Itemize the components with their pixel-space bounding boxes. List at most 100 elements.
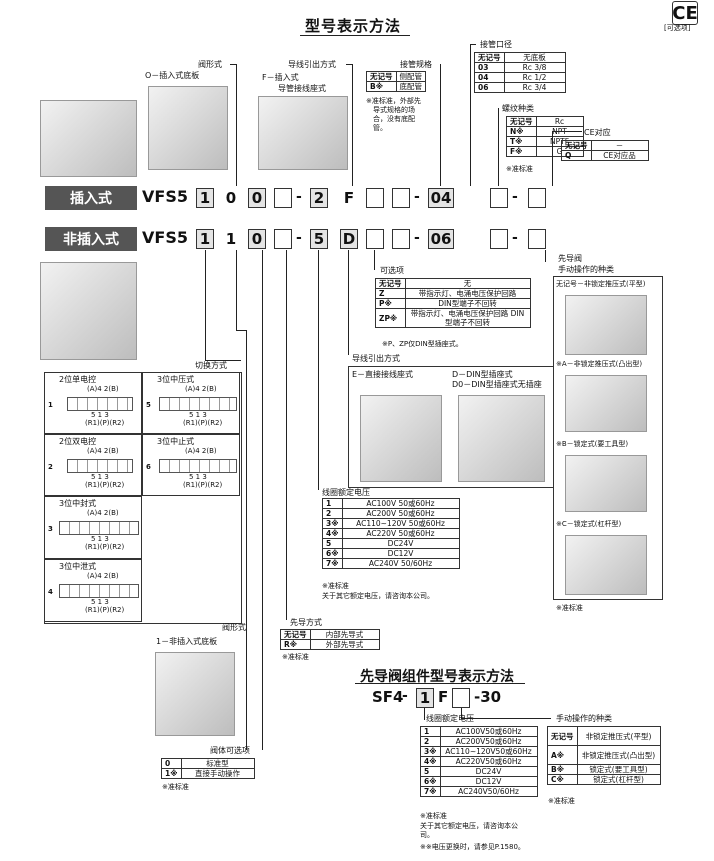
row1-box-pilot bbox=[274, 188, 292, 208]
sub-manual-label: 手动操作的种类 bbox=[556, 714, 612, 723]
sub-voltage-note-2: 关于其它额定电压，请咨询本公 bbox=[420, 822, 518, 830]
row1-dash-1: - bbox=[296, 189, 302, 205]
option-label: 可选项 bbox=[380, 266, 404, 275]
manual-tool-photo bbox=[565, 455, 647, 512]
title-underline bbox=[300, 35, 410, 36]
pilot-note: ※准标准 bbox=[282, 653, 309, 661]
valve-symbol-icon bbox=[59, 521, 139, 535]
sub-prefix: SF4 bbox=[372, 688, 404, 706]
direct-terminal-photo bbox=[360, 395, 442, 482]
valve-symbol-icon bbox=[67, 397, 133, 411]
valve-type2-label: 阀形式 bbox=[222, 623, 246, 632]
row1-dash-2: - bbox=[414, 189, 420, 205]
piping-spec-label: 接管规格 bbox=[400, 60, 432, 69]
row1-box-port: 04 bbox=[428, 188, 454, 208]
manual-item-b: ※B－锁定式(要工具型) bbox=[556, 440, 629, 448]
row-label-plugin: 插入式 bbox=[45, 186, 137, 210]
row2-box-voltage: 5 bbox=[310, 229, 328, 249]
voltage-note-2: 关于其它额定电压，请咨询本公司。 bbox=[322, 592, 434, 600]
manual-lever-photo bbox=[565, 535, 647, 595]
row1-box-voltage: 2 bbox=[310, 188, 328, 208]
valve-type-o: O－插入式底板 bbox=[145, 71, 200, 80]
valve-symbol-icon bbox=[59, 584, 139, 598]
sub-mid: F bbox=[438, 688, 449, 706]
sub-voltage-note-4: ※※电压更换时，请参见P.1580。 bbox=[420, 843, 525, 851]
switch-item-3: 3 3位中封式 (A)4 2(B) 5 1 3 (R1)(P)(R2) bbox=[44, 496, 142, 559]
piping-note-2: 导式规格的场 bbox=[373, 106, 415, 114]
thread-label: 螺纹种类 bbox=[502, 104, 534, 113]
lead2-label: 导线引出方式 bbox=[352, 354, 400, 363]
lead2-d-1: D－DIN型插座式 bbox=[452, 370, 513, 379]
sub-voltage-note-3: 司。 bbox=[420, 831, 434, 839]
sub-manual-note: ※准标准 bbox=[548, 797, 575, 805]
row2-box-switch: 1 bbox=[196, 229, 214, 249]
piping-spec-table: 无记号侧配管 B※底配管 bbox=[366, 71, 426, 92]
sub-suffix: -30 bbox=[474, 688, 502, 706]
row1-box-type: 0 bbox=[222, 188, 240, 208]
sub-manual-table: 无记号非锁定推压式(平型) A※非锁定推压式(凸出型) B※锁定式(要工具型) … bbox=[547, 726, 661, 785]
row2-box-option bbox=[366, 229, 384, 249]
sub-title: 先导阀组件型号表示方法 bbox=[360, 669, 514, 685]
body-option-label: 阀体可选项 bbox=[210, 746, 250, 755]
row1-box-ce bbox=[528, 188, 546, 208]
row1-box-thread bbox=[490, 188, 508, 208]
piping-note-1: ※准标准，外部先 bbox=[366, 97, 421, 105]
manual-item-a: ※A－非锁定推压式(凸出型) bbox=[556, 360, 643, 368]
ce-mark-icon: CE bbox=[672, 1, 698, 25]
ce-note: [可选项] bbox=[664, 24, 691, 32]
conduit-terminal-photo bbox=[258, 96, 348, 170]
manual-item-0: 无记号－非锁定推压式(平型) bbox=[556, 280, 646, 288]
voltage-label: 线圈额定电压 bbox=[322, 488, 370, 497]
sub-voltage-label: 线圈额定电压 bbox=[426, 714, 474, 723]
switch-item-6: 6 3位中止式 (A)4 2(B) 5 1 3 (R1)(P)(R2) bbox=[142, 434, 240, 496]
pilot-table: 无记号内部先导式 R※外部先导式 bbox=[280, 629, 380, 650]
row2-box-piping bbox=[392, 229, 410, 249]
nonplugin-valve-photo bbox=[40, 262, 137, 360]
sub-dash: - bbox=[402, 688, 408, 704]
thread-note: ※准标准 bbox=[506, 165, 533, 173]
ce-option-label: CE对应 bbox=[584, 128, 611, 137]
row2-dash-3: - bbox=[512, 230, 518, 246]
plugin-valve-photo bbox=[40, 100, 137, 177]
row1-box-piping bbox=[392, 188, 410, 208]
row1-box-option bbox=[366, 188, 384, 208]
row-label-nonplugin: 非插入式 bbox=[45, 227, 137, 251]
valve-symbol-icon bbox=[67, 459, 133, 473]
manual-item-c: ※C－锁定式(杠杆型) bbox=[556, 520, 622, 528]
option-note: ※P、ZP仅DIN型插座式。 bbox=[382, 340, 463, 348]
row2-box-pilot bbox=[274, 229, 292, 249]
piping-note-4: 管。 bbox=[373, 124, 387, 132]
row2-dash-2: - bbox=[414, 230, 420, 246]
valve-symbol-icon bbox=[159, 397, 237, 411]
valve-type2-item: 1－非插入式底板 bbox=[156, 637, 218, 646]
lead-label: 导线引出方式 bbox=[288, 60, 336, 69]
din-terminal-photo bbox=[458, 395, 545, 482]
nonplugin-base-photo bbox=[155, 652, 235, 736]
lead2-e: E－直接接线座式 bbox=[352, 370, 414, 379]
lead-f-2: 导管接线座式 bbox=[278, 84, 326, 93]
switch-item-2: 2 2位双电控 (A)4 2(B) 5 1 3 (R1)(P)(R2) bbox=[44, 434, 142, 496]
manual-protrude-photo bbox=[565, 375, 647, 432]
port-label: 接管口径 bbox=[480, 40, 512, 49]
lead2-d-2: D0－DIN型插座式无插座 bbox=[452, 380, 542, 389]
row1-dash-3: - bbox=[512, 189, 518, 205]
switch-item-4: 4 3位中泄式 (A)4 2(B) 5 1 3 (R1)(P)(R2) bbox=[44, 559, 142, 622]
switch-label: 切换方式 bbox=[195, 361, 227, 370]
valve-symbol-icon bbox=[159, 459, 237, 473]
switch-item-5: 5 3位中压式 (A)4 2(B) 5 1 3 (R1)(P)(R2) bbox=[142, 372, 240, 434]
manual-note: ※准标准 bbox=[556, 604, 583, 612]
row2-box-lead: D bbox=[340, 229, 358, 249]
row2-box-port: 06 bbox=[428, 229, 454, 249]
piping-note-3: 合，没有底配 bbox=[373, 115, 415, 123]
row2-box-ce bbox=[528, 229, 546, 249]
row2-box-thread bbox=[490, 229, 508, 249]
row2-dash-1: - bbox=[296, 230, 302, 246]
manual-flat-photo bbox=[565, 295, 647, 355]
row2-box-body: 0 bbox=[248, 229, 266, 249]
